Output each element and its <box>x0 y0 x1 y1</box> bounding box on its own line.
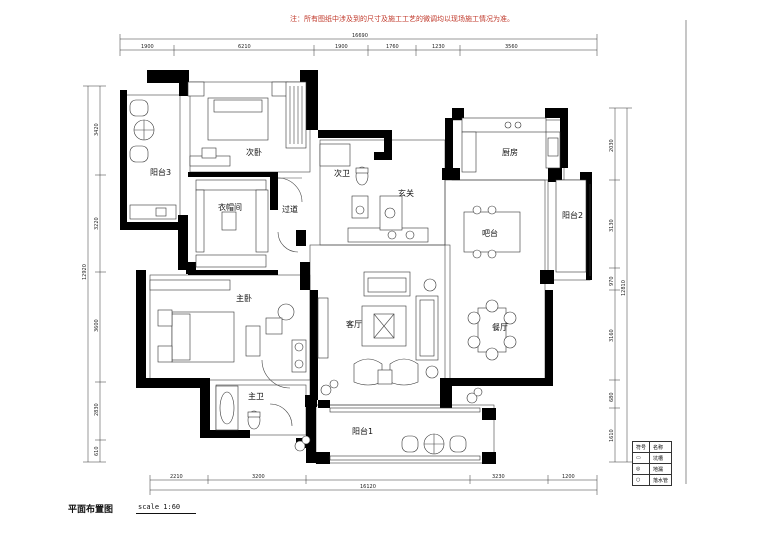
label-foyer: 玄关 <box>398 188 414 198</box>
label-second-bedroom: 次卧 <box>246 147 262 157</box>
dim-left-seg: 3220 <box>94 217 100 230</box>
legend-header-symbol: 符号 <box>631 441 651 453</box>
dim-right-total: 12810 <box>621 280 627 296</box>
legend-row: 坑槽 <box>649 452 673 464</box>
dim-left-total: 12920 <box>82 264 88 280</box>
dim-top-seg: 1230 <box>432 44 445 50</box>
dim-top-seg: 1760 <box>386 44 399 50</box>
dim-bottom-seg: 3200 <box>252 474 265 480</box>
label-master-bedroom: 主卧 <box>236 293 252 303</box>
dim-right-seg: 1610 <box>609 429 615 442</box>
dim-bottom-seg: 1200 <box>562 474 575 480</box>
dim-bottom-seg: 3230 <box>492 474 505 480</box>
label-kitchen: 厨房 <box>502 147 518 157</box>
walls <box>120 70 592 464</box>
dim-right-seg: 3160 <box>609 329 615 342</box>
legend-row: 落水管 <box>649 474 673 486</box>
label-living-room: 客厅 <box>346 319 362 329</box>
label-balcony2: 阳台2 <box>562 210 583 220</box>
label-dining-room: 餐厅 <box>492 323 508 332</box>
label-second-bath: 次卫 <box>334 168 350 178</box>
dim-left-seg: 3600 <box>94 319 100 332</box>
note-text: 注：所有图纸中涉及到的尺寸及施工工艺的微调均以现场施工情况为准。 <box>290 15 514 23</box>
legend-symbol: ○ <box>631 474 651 486</box>
dim-bottom-total: 16120 <box>360 484 376 490</box>
dim-top-seg: 3560 <box>505 44 518 50</box>
label-balcony3: 阳台3 <box>150 167 171 177</box>
dimension-bottom: 2210 3200 3230 1200 16120 <box>149 474 598 495</box>
legend-symbol: ◎ <box>631 463 651 475</box>
dim-right-seg: 970 <box>609 276 615 286</box>
label-master-bath: 主卫 <box>248 391 264 401</box>
label-balcony1: 阳台1 <box>352 426 373 436</box>
scale-label: scale 1:60 <box>138 503 181 511</box>
furniture <box>129 81 591 461</box>
dim-right-seg: 2030 <box>609 139 615 152</box>
dim-top-seg: 6210 <box>238 44 251 50</box>
dim-top-seg: 1900 <box>335 44 348 50</box>
legend-row: 地漏 <box>649 463 673 475</box>
dim-right-seg: 3130 <box>609 219 615 232</box>
dimension-top: 16690 1900 6210 1900 1760 1230 3560 <box>119 33 598 56</box>
dim-left-seg: 2830 <box>94 403 100 416</box>
scale-underline <box>136 513 196 514</box>
label-bar: 吧台 <box>482 228 498 238</box>
label-corridor: 过道 <box>282 204 298 214</box>
dimension-right: 2030 3130 970 3160 680 1610 12810 <box>609 107 632 463</box>
legend-header-name: 名称 <box>649 441 673 453</box>
drawing-title: 平面布置图 <box>68 505 114 515</box>
dim-left-seg: 3420 <box>94 123 100 136</box>
legend-symbol: ▭ <box>631 452 651 464</box>
dim-bottom-seg: 2210 <box>170 474 183 480</box>
legend-table: 符号 名称 ▭ 坑槽 ◎ 地漏 ○ 落水管 <box>631 441 673 486</box>
dim-top-total: 16690 <box>352 33 368 39</box>
dim-top-seg: 1900 <box>141 44 154 50</box>
dim-right-seg: 680 <box>609 392 615 402</box>
dimension-left: 12920 3420 3220 3600 2830 610 <box>82 85 106 463</box>
room-labels: 阳台3 次卧 衣帽间 过道 次卫 玄关 厨房 吧台 阳台2 主卧 客厅 餐厅 主… <box>150 147 583 436</box>
dim-left-seg: 610 <box>94 446 100 456</box>
label-closet: 衣帽间 <box>218 202 242 212</box>
